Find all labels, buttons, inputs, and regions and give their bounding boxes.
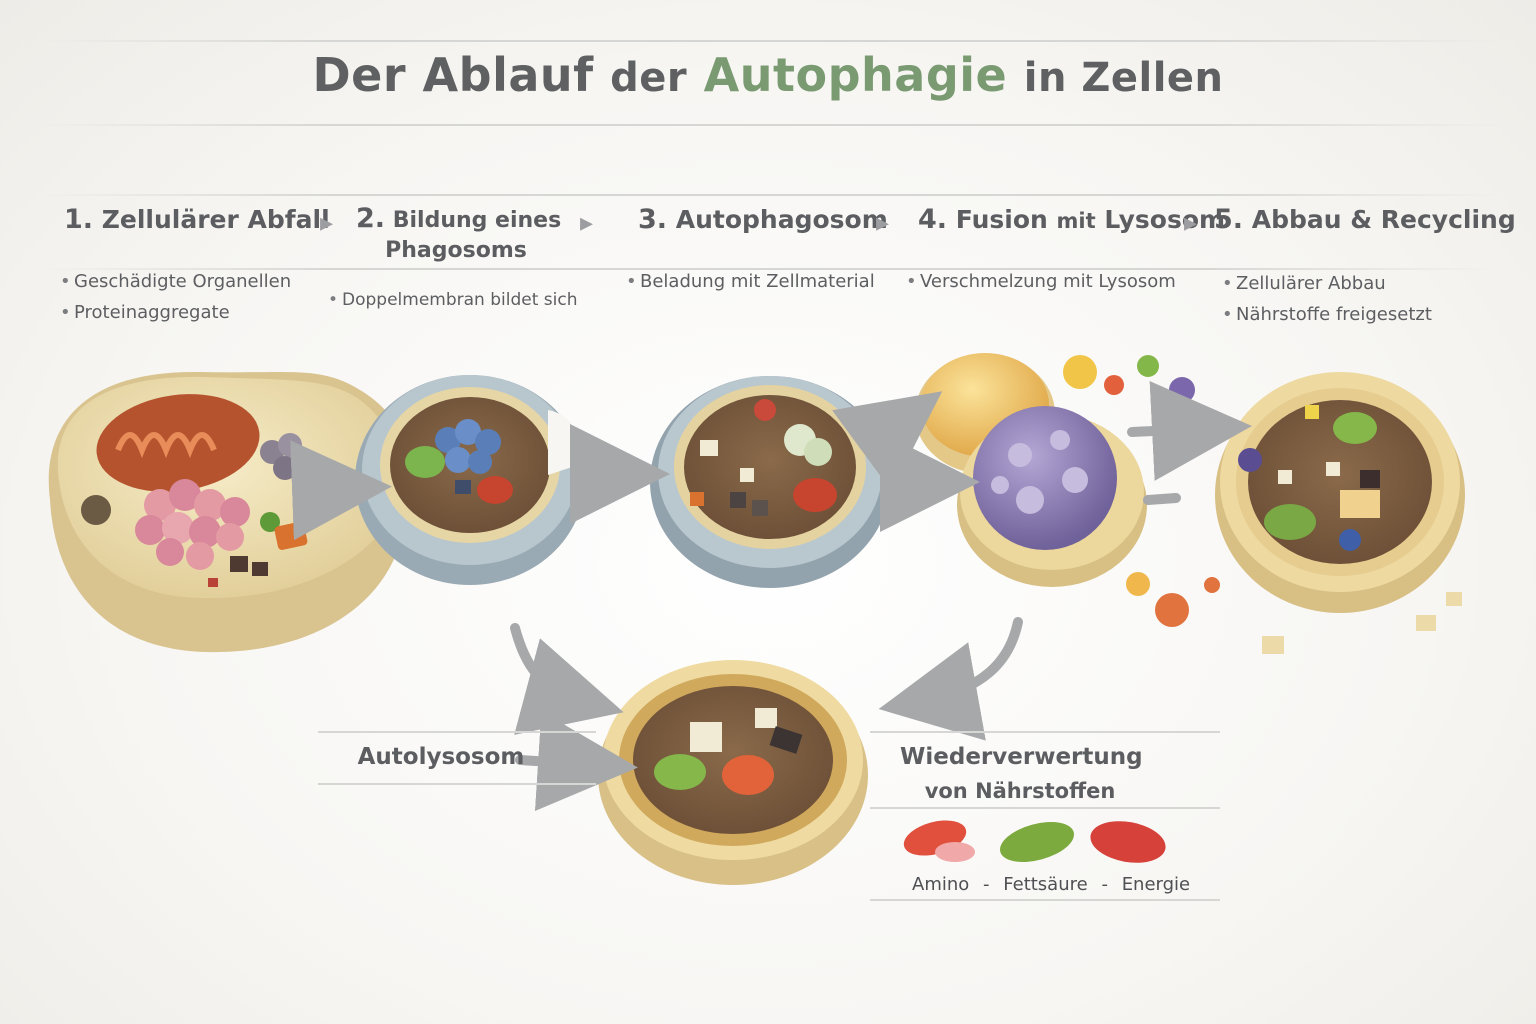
list-item: •Beladung mit Zellmaterial	[626, 271, 875, 292]
list-item: •Zellulärer Abbau	[1222, 273, 1386, 294]
arrow-right-icon	[1143, 493, 1181, 505]
chevron-right-icon: ▸	[1184, 208, 1198, 238]
title-part-4: in Zellen	[1023, 55, 1224, 101]
step-2-number: 2.	[356, 203, 386, 234]
phagophore-illustration	[355, 375, 585, 585]
step-4-title: 4. Fusion mit Lysosom	[918, 204, 1225, 235]
step-1-label: Zellulärer Abfall	[101, 205, 330, 234]
arrow-right-icon	[290, 440, 392, 541]
step-3-label: Autophagosom	[675, 205, 888, 234]
step-4-label-c: Lysosom	[1104, 205, 1226, 234]
step-4-bullets: •Verschmelzung mit Lysosom	[906, 266, 1176, 297]
list-item: •Nährstoffe freigesetzt	[1222, 304, 1432, 325]
step-5-bullets: •Zellulärer Abbau •Nährstoffe freigesetz…	[1222, 268, 1432, 330]
steps-rule-top	[40, 194, 1500, 196]
cell-illustration	[48, 371, 412, 653]
recycling-illustration	[1126, 372, 1465, 654]
protein-aggregate-icon	[135, 479, 250, 570]
step-1-title: 1. Zellulärer Abfall	[64, 204, 330, 235]
title-part-2: der	[610, 55, 688, 101]
process-arrows	[290, 381, 1252, 812]
list-item: •Geschädigte Organellen	[60, 271, 292, 292]
title-rule-bottom	[40, 124, 1500, 126]
step-5-label: Abbau & Recycling	[1251, 205, 1516, 234]
title-part-1: Der Ablauf	[312, 48, 594, 102]
mitochondrion-icon	[96, 394, 260, 492]
recycling-label: Wiederverwertung von Nährstoffen	[900, 740, 1143, 808]
step-3-title: 3. Autophagosom	[638, 204, 888, 235]
step-5-title: 5. Abbau & Recycling	[1214, 204, 1516, 235]
autophagosome-illustration	[650, 376, 890, 588]
step-2-title: 2. Bildung eines Phagosoms	[356, 203, 561, 266]
arrow-curved-icon	[878, 617, 1023, 741]
step-3-bullets: •Beladung mit Zellmaterial	[626, 266, 875, 297]
nutrient-icons	[903, 820, 1166, 863]
step-4-label-b: mit	[1056, 209, 1096, 233]
step-4-label-a: Fusion	[955, 205, 1048, 234]
chevron-right-icon: ▸	[876, 208, 890, 238]
arrow-curved-icon	[510, 623, 624, 735]
step-1-bullets: •Geschädigte Organellen •Proteinaggregat…	[60, 266, 291, 328]
step-3-number: 3.	[638, 204, 668, 235]
title-rule-top	[40, 40, 1500, 42]
autolysosome-label: Autolysosom	[357, 744, 525, 770]
title-accent: Autophagie	[703, 48, 1008, 102]
arrow-right-icon	[1127, 381, 1252, 481]
arrow-right-icon	[515, 711, 638, 812]
list-item: •Verschmelzung mit Lysosom	[906, 271, 1176, 292]
list-item: •Doppelmembran bildet sich	[328, 290, 578, 310]
nutrient-energy-label: Energie	[1121, 874, 1191, 895]
chevron-right-icon: ▸	[580, 208, 594, 238]
steps-rule-bottom	[40, 268, 1500, 270]
step-5-number: 5.	[1214, 204, 1244, 235]
nutrient-amino-label: Amino	[912, 874, 970, 895]
lysosome-fusion-illustration	[915, 353, 1195, 587]
step-2-bullets: •Doppelmembran bildet sich	[328, 285, 577, 316]
recycling-label-line1: Wiederverwertung	[900, 744, 1143, 770]
nutrient-fatty-acid-label: Fettsäure	[1003, 874, 1088, 895]
step-2-label-line2: Phagosoms	[385, 238, 527, 263]
nutrient-legend: Amino - Fettsäure - Energie	[912, 874, 1191, 895]
step-2-label-line1: Bildung eines	[392, 208, 562, 233]
page-title: Der Ablauf der Autophagie in Zellen	[0, 48, 1536, 102]
autolysosome-illustration	[598, 660, 868, 885]
arrow-right-icon	[832, 391, 943, 491]
fatty-acid-icon	[1000, 822, 1074, 862]
step-4-number: 4.	[918, 204, 948, 235]
step-1-number: 1.	[64, 204, 94, 235]
energy-icon	[1090, 821, 1166, 863]
list-item: •Proteinaggregate	[60, 302, 230, 323]
chevron-right-icon: ▸	[320, 208, 334, 238]
recycling-label-line2: von Nährstoffen	[924, 779, 1116, 803]
